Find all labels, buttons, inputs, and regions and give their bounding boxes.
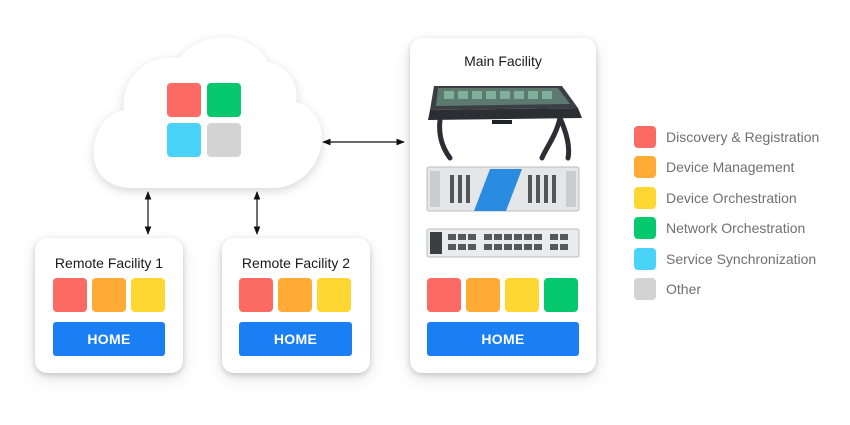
main-facility-card: Main Facility bbox=[410, 38, 596, 373]
legend-label-device-orchestration: Device Orchestration bbox=[666, 190, 797, 206]
main-tile-discovery bbox=[427, 278, 461, 312]
cloud-tile-grid bbox=[167, 83, 243, 159]
legend-swatch-network-orchestration bbox=[634, 217, 656, 239]
remote-facility-2-card: Remote Facility 2 HOME bbox=[222, 238, 370, 373]
cloud-tile-network-orchestration bbox=[207, 83, 241, 117]
legend-label-other: Other bbox=[666, 281, 702, 297]
remote-facility-1-card: Remote Facility 1 HOME bbox=[35, 238, 183, 373]
remote-facility-2-title: Remote Facility 2 bbox=[241, 255, 351, 271]
legend-swatch-device-management bbox=[634, 156, 656, 178]
legend-swatch-other bbox=[634, 278, 656, 300]
legend-label-service-sync: Service Synchronization bbox=[666, 251, 817, 267]
cloud-tile-other bbox=[207, 123, 241, 157]
cloud-tile-discovery bbox=[167, 83, 201, 117]
remote-2-tile-discovery bbox=[239, 278, 273, 312]
rack-router-icon bbox=[426, 228, 580, 258]
main-tile-network-orchestration bbox=[544, 278, 578, 312]
remote-2-tile-device-management bbox=[278, 278, 312, 312]
main-facility-home-button[interactable]: HOME bbox=[427, 322, 579, 356]
remote-1-tile-device-orchestration bbox=[131, 278, 165, 312]
main-tile-device-management bbox=[466, 278, 500, 312]
legend-label-device-management: Device Management bbox=[666, 159, 795, 175]
remote-1-tile-discovery bbox=[53, 278, 87, 312]
cloud-tile-service-sync bbox=[167, 123, 201, 157]
remote-1-tile-device-management bbox=[92, 278, 126, 312]
remote-facility-1-home-button[interactable]: HOME bbox=[53, 322, 165, 356]
legend-label-discovery: Discovery & Registration bbox=[666, 129, 820, 145]
remote-facility-1-title: Remote Facility 1 bbox=[54, 255, 164, 271]
legend-swatch-device-orchestration bbox=[634, 187, 656, 209]
legend-swatch-discovery bbox=[634, 126, 656, 148]
mixing-console-icon bbox=[428, 86, 582, 161]
remote-2-tile-device-orchestration bbox=[317, 278, 351, 312]
main-tile-device-orchestration bbox=[505, 278, 539, 312]
rack-frame-icon bbox=[426, 166, 580, 212]
legend-swatch-service-sync bbox=[634, 248, 656, 270]
remote-facility-2-home-button[interactable]: HOME bbox=[239, 322, 352, 356]
legend-label-network-orchestration: Network Orchestration bbox=[666, 220, 806, 236]
main-facility-title: Main Facility bbox=[464, 53, 542, 69]
